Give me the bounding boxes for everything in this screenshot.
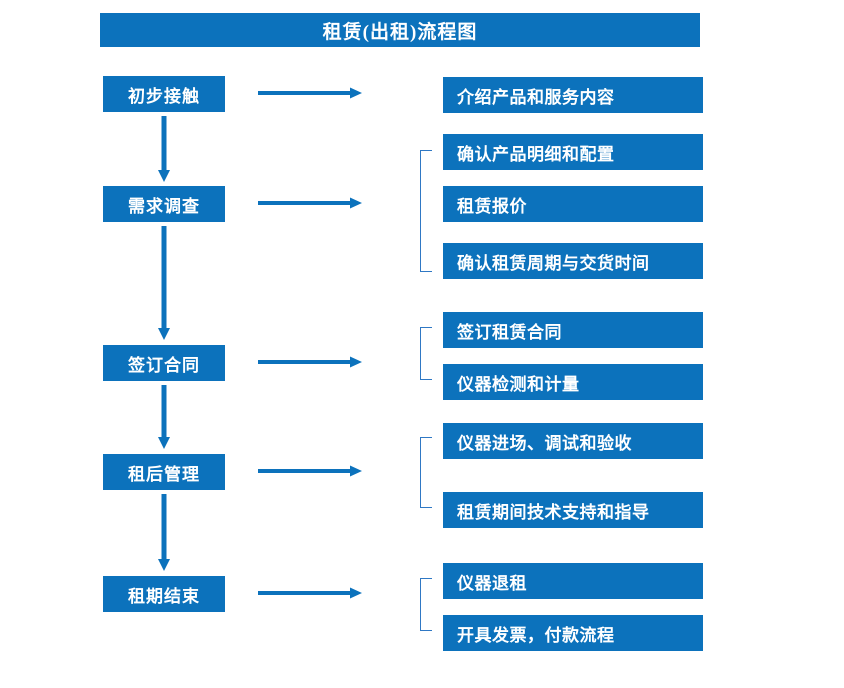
- stage-box-sign-contract[interactable]: 签订合同: [103, 345, 225, 381]
- down-arrow-icon: [157, 494, 171, 571]
- detail-box-instrument-return[interactable]: 仪器退租: [443, 563, 703, 599]
- detail-box-technical-support[interactable]: 租赁期间技术支持和指导: [443, 492, 703, 528]
- grouping-bracket-icon: [420, 150, 432, 272]
- detail-box-invoice-payment[interactable]: 开具发票，付款流程: [443, 615, 703, 651]
- stage-box-post-rental-management[interactable]: 租后管理: [103, 454, 225, 490]
- right-arrow-icon: [258, 86, 362, 100]
- grouping-bracket-icon: [420, 437, 432, 508]
- detail-box-confirm-product-details[interactable]: 确认产品明细和配置: [443, 134, 703, 170]
- detail-box-instrument-inspection[interactable]: 仪器检测和计量: [443, 364, 703, 400]
- detail-box-sign-lease-contract[interactable]: 签订租赁合同: [443, 312, 703, 348]
- flowchart-title: 租赁(出租)流程图: [100, 13, 700, 47]
- right-arrow-icon: [258, 586, 362, 600]
- down-arrow-icon: [157, 116, 171, 182]
- stage-box-initial-contact[interactable]: 初步接触: [103, 76, 225, 112]
- right-arrow-icon: [258, 464, 362, 478]
- right-arrow-icon: [258, 196, 362, 210]
- grouping-bracket-icon: [420, 578, 432, 631]
- stage-box-requirement-survey[interactable]: 需求调查: [103, 186, 225, 222]
- detail-box-introduce-products[interactable]: 介绍产品和服务内容: [443, 77, 703, 113]
- detail-box-instrument-entry-commissioning[interactable]: 仪器进场、调试和验收: [443, 423, 703, 459]
- down-arrow-icon: [157, 385, 171, 449]
- detail-box-confirm-lease-period[interactable]: 确认租赁周期与交货时间: [443, 243, 703, 279]
- grouping-bracket-icon: [420, 327, 432, 380]
- down-arrow-icon: [157, 226, 171, 340]
- detail-box-rental-quotation[interactable]: 租赁报价: [443, 186, 703, 222]
- right-arrow-icon: [258, 355, 362, 369]
- stage-box-lease-end[interactable]: 租期结束: [103, 576, 225, 612]
